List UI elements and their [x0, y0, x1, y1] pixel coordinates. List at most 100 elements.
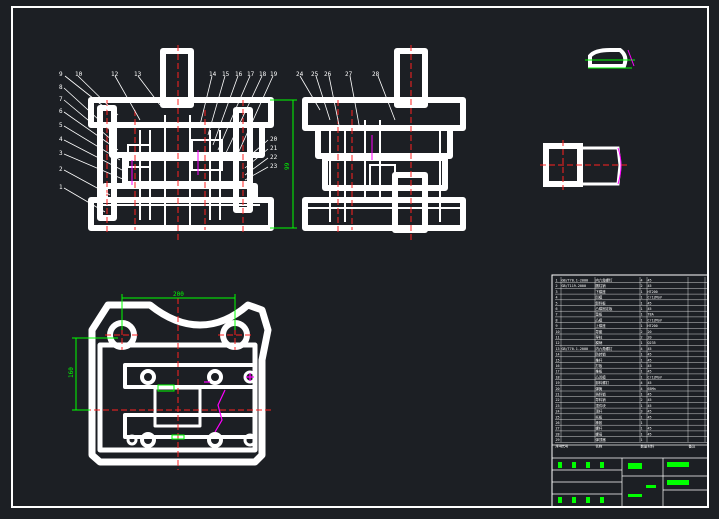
bom-cell: 19	[556, 381, 560, 385]
bom-cell: 2	[641, 284, 643, 288]
bom-cell: 4	[556, 296, 558, 300]
bom-header-label: 代号	[562, 443, 569, 448]
bom-cell: 11	[556, 336, 560, 340]
bom-cell: 弹顶器	[596, 437, 607, 442]
callout-1: 1	[59, 184, 63, 191]
plan-view-dimensions	[72, 294, 236, 440]
bom-cell: Cr12MoV	[648, 318, 662, 322]
bom-cell: 1	[641, 404, 643, 408]
bom-cell: 29	[556, 438, 560, 442]
bom-cell: 45	[648, 432, 652, 436]
bom-cell: 1	[641, 438, 643, 442]
front-callout-labels: 9 10 12 13 14 15 16 17 18 19 8 7 6 5 4 3…	[59, 71, 278, 191]
callout-18: 18	[259, 71, 267, 78]
bom-cell: 45	[648, 381, 652, 385]
bom-cell: 45	[648, 279, 652, 283]
side-callout-labels: 24 25 26 27 28	[296, 71, 380, 78]
bom-cell: 推板	[596, 369, 603, 374]
plan-view-highlights	[204, 373, 254, 433]
callout-27: 27	[345, 71, 353, 78]
plan-view	[88, 301, 272, 466]
bom-cell: 导料销	[596, 397, 607, 402]
bom-header-label: 名称	[596, 443, 603, 448]
callout-14: 14	[209, 71, 217, 78]
bom-cell: 45	[648, 353, 652, 357]
bom-cell: 10	[556, 330, 560, 334]
front-height-dim-text: 99	[284, 162, 291, 170]
bom-cell: 1	[641, 324, 643, 328]
bom-cell: 21	[556, 393, 560, 397]
bom-cell: 45	[648, 404, 652, 408]
callout-12: 12	[111, 71, 119, 78]
bom-cell: 圆柱销	[596, 283, 607, 288]
bom-cell: 螺母	[596, 431, 603, 436]
bom-cell: 13	[556, 347, 560, 351]
bom-cell: 2	[641, 398, 643, 402]
bom-cell: 3	[641, 410, 643, 414]
bom-cell: 24	[556, 410, 560, 414]
bom-cell: 5	[556, 301, 558, 305]
bom-cell: 4	[641, 279, 643, 283]
bom-cell: 橡胶	[596, 420, 603, 425]
bom-cell: 3	[556, 290, 558, 294]
bom-cell: 45	[648, 358, 652, 362]
front-callout-leaders	[63, 75, 274, 213]
bom-cell: 8	[556, 318, 558, 322]
bom-cell: 1	[641, 364, 643, 368]
front-view-centerlines	[106, 45, 244, 240]
bom-cell: GB/T70.1-2000	[562, 279, 589, 283]
bom-cell: 7	[556, 313, 558, 317]
callout-2: 2	[59, 166, 63, 173]
bom-cell: GB/T70.1-2000	[562, 347, 589, 351]
bom-cell: 17	[556, 370, 560, 374]
bom-cell: 顶杆	[596, 409, 603, 414]
plan-height-dim-text: 160	[68, 367, 75, 378]
callout-16: 16	[235, 71, 243, 78]
bom-cell: 2	[641, 336, 643, 340]
callout-7: 7	[59, 96, 63, 103]
bom-cell: 凸凹模	[596, 374, 607, 379]
bom-cell: 防转销	[596, 352, 607, 357]
bom-cell: 1	[641, 415, 643, 419]
callout-10: 10	[75, 71, 83, 78]
bom-cell: 27	[556, 427, 560, 431]
bom-cell: 18	[556, 375, 560, 379]
bom-cell: 1	[641, 290, 643, 294]
bom-cell: Q235	[648, 341, 656, 345]
part-sketch-strip	[540, 140, 628, 190]
callout-15: 15	[222, 71, 230, 78]
drawing-frame	[11, 6, 709, 508]
bom-cell: 上模座	[596, 323, 607, 328]
bom-cell: 45	[648, 307, 652, 311]
bom-cell: 4	[641, 347, 643, 351]
bom-cell: 28	[556, 432, 560, 436]
bom-cell: 15	[556, 358, 560, 362]
bom-cell: T8A	[648, 313, 654, 317]
bom-cell: 12	[556, 341, 560, 345]
bom-cell: 推杆	[596, 357, 603, 362]
callout-25: 25	[311, 71, 319, 78]
bom-cell: 45	[648, 410, 652, 414]
bom-cell: 45	[648, 347, 652, 351]
bom-cell: 模柄	[596, 340, 603, 345]
bom-cell: 45	[648, 393, 652, 397]
bom-cell: HT200	[648, 290, 658, 294]
bom-cell: 1	[556, 279, 558, 283]
bom-cell: 托板	[596, 414, 603, 419]
front-view-highlights	[131, 150, 199, 185]
bom-header-label: 材料	[648, 443, 655, 448]
bom-cell: 45	[648, 398, 652, 402]
bom-cell: 22	[556, 398, 560, 402]
plan-width-dim-text: 200	[173, 291, 184, 298]
bom-cell: HT200	[648, 324, 658, 328]
bom-cell: 1	[641, 393, 643, 397]
callout-13: 13	[134, 71, 142, 78]
bom-cell: 23	[556, 404, 560, 408]
bom-cell: 卸料板	[596, 300, 607, 305]
bom-cell: 45	[648, 370, 652, 374]
title-block-bottom	[551, 444, 709, 508]
bom-cell: 卸料螺钉	[596, 380, 610, 385]
bom-cell: 25	[556, 415, 560, 419]
